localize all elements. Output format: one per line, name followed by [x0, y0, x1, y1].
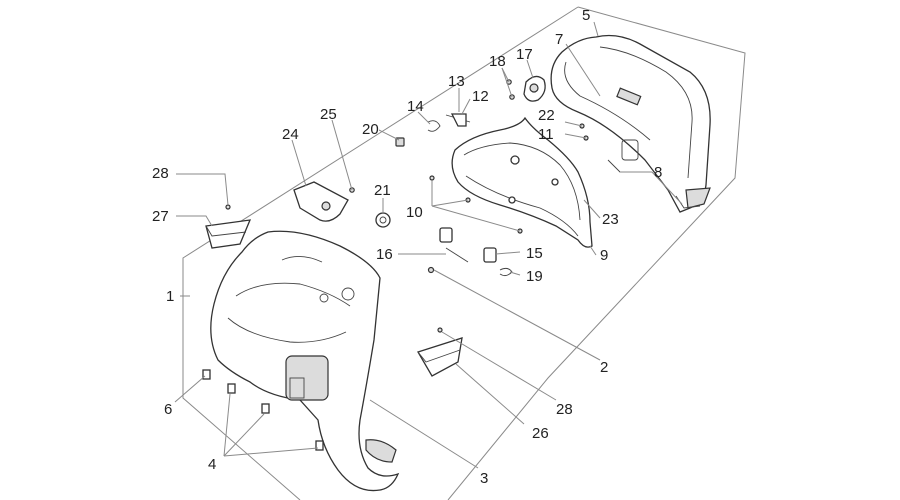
callout-18: 18 [489, 53, 506, 70]
front-shield-part-5 [550, 34, 711, 213]
callout-28-bottom: 28 [556, 401, 573, 418]
callout-22: 22 [538, 107, 555, 124]
callout-2: 2 [600, 359, 608, 376]
tray-part-27 [205, 219, 252, 249]
callout-8: 8 [654, 164, 662, 181]
callout-15: 15 [526, 245, 543, 262]
leader-lines [174, 21, 683, 469]
callout-17: 17 [516, 46, 533, 63]
callout-12: 12 [472, 88, 489, 105]
callout-27: 27 [152, 208, 169, 225]
callout-21: 21 [374, 182, 391, 199]
callout-20: 20 [362, 121, 379, 138]
callout-11: 11 [538, 126, 554, 143]
tray-part-26 [417, 337, 463, 377]
callout-14: 14 [407, 98, 424, 115]
callout-4: 4 [208, 456, 216, 473]
inner-panel-part-23 [451, 116, 593, 248]
callout-numbers: 5 7 17 18 13 12 14 22 11 25 20 24 28 27 … [152, 7, 662, 487]
cover-part-24 [293, 181, 349, 222]
assembly-boundary [182, 6, 746, 500]
callout-6: 6 [164, 401, 172, 418]
rear-shield-part-1 [210, 230, 400, 492]
callout-3: 3 [480, 470, 488, 487]
callout-5: 5 [582, 7, 590, 24]
callout-23: 23 [602, 211, 619, 228]
callout-9: 9 [600, 247, 608, 264]
callout-1: 1 [166, 288, 174, 305]
callout-28-top: 28 [152, 165, 169, 182]
callout-24: 24 [282, 126, 299, 143]
callout-26: 26 [532, 425, 549, 442]
callout-16: 16 [376, 246, 393, 263]
callout-7: 7 [555, 31, 563, 48]
callout-25: 25 [320, 106, 337, 123]
callout-10: 10 [406, 204, 423, 221]
callout-13: 13 [448, 73, 465, 90]
callout-19: 19 [526, 268, 543, 285]
